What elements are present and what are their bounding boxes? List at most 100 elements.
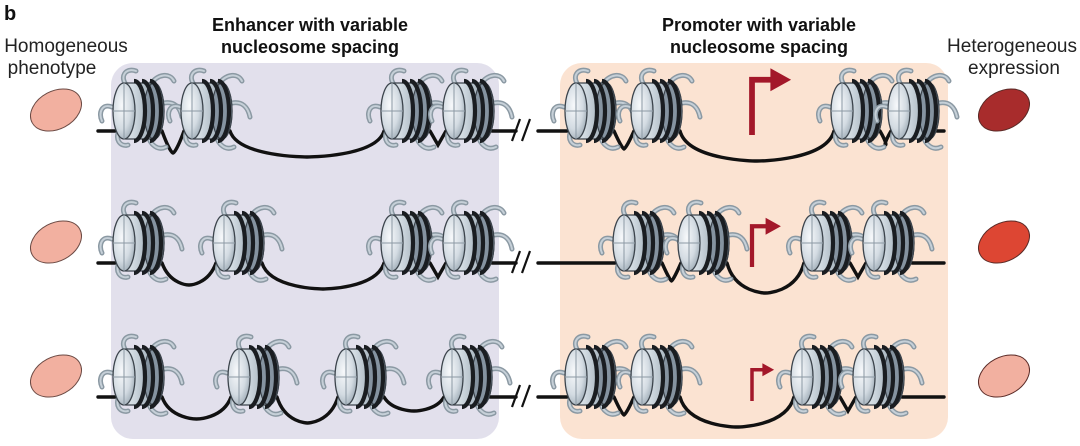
right-label-line2: expression bbox=[968, 58, 1060, 79]
histone-face-segments bbox=[613, 215, 635, 271]
histone-face-segments bbox=[863, 215, 885, 271]
histone-tail-highlight bbox=[849, 237, 863, 254]
transcription-arrowhead bbox=[762, 363, 775, 377]
histone-tail-highlight bbox=[278, 367, 298, 384]
dna-wrap bbox=[264, 344, 279, 410]
histone-face-segments bbox=[565, 349, 587, 405]
nucleosome bbox=[97, 333, 185, 417]
histone-face-segments bbox=[791, 349, 813, 405]
dna-wrap bbox=[651, 344, 666, 410]
histone-face-segments bbox=[213, 215, 235, 271]
nucleosome bbox=[97, 67, 185, 151]
histone-face-segments bbox=[181, 83, 203, 139]
chromatin-row bbox=[30, 354, 1030, 429]
histone-face-segments bbox=[853, 349, 875, 405]
transcription-arrow bbox=[749, 76, 778, 135]
dna-wrap bbox=[706, 210, 721, 276]
histone-face-segments bbox=[441, 349, 463, 405]
dna-wrap bbox=[141, 344, 156, 410]
nucleosome bbox=[165, 67, 253, 151]
dna-wrap bbox=[714, 210, 729, 276]
dna-wrap bbox=[811, 344, 826, 410]
dna-linker-promoter bbox=[536, 395, 946, 429]
dna-wrap bbox=[698, 210, 713, 276]
nucleosome bbox=[837, 333, 925, 417]
histone-tail-highlight bbox=[99, 237, 113, 254]
nucleosome bbox=[847, 199, 935, 283]
dna-wrap bbox=[649, 210, 664, 276]
dna-wrap bbox=[233, 210, 248, 276]
histone-face-segments bbox=[113, 83, 135, 139]
histone-tail-highlight bbox=[321, 371, 335, 388]
dna-wrap bbox=[248, 344, 263, 410]
dna-wrap bbox=[201, 78, 216, 144]
dna-wrap bbox=[141, 78, 156, 144]
histone-tail-highlight bbox=[938, 101, 958, 118]
dna-wrap bbox=[851, 78, 866, 144]
dna-wrap bbox=[859, 78, 874, 144]
histone-tail-highlight bbox=[214, 371, 228, 388]
dna-linker-enhancer bbox=[96, 395, 518, 425]
nucleosome bbox=[212, 333, 300, 417]
histone-tail-highlight bbox=[913, 233, 933, 250]
histone-face-segments bbox=[631, 83, 653, 139]
dna-wrap bbox=[601, 344, 616, 410]
dna-wrap bbox=[133, 344, 148, 410]
dna-wrap bbox=[149, 344, 164, 410]
histone-face-segments bbox=[443, 215, 465, 271]
histone-tail-highlight bbox=[231, 101, 251, 118]
nucleosome bbox=[815, 67, 903, 151]
dna-wrap bbox=[469, 344, 484, 410]
histone-tail-highlight bbox=[839, 371, 853, 388]
dna-wrap bbox=[249, 210, 264, 276]
histone-tail-highlight bbox=[787, 237, 801, 254]
dna-wrap bbox=[463, 78, 478, 144]
dna-wrap bbox=[363, 344, 378, 410]
nucleosome bbox=[615, 67, 703, 151]
dna-wrap bbox=[867, 78, 882, 144]
dna-wrap bbox=[593, 344, 608, 410]
histone-tail-highlight bbox=[903, 367, 923, 384]
dna-wrap bbox=[471, 78, 486, 144]
dna-linker-enhancer bbox=[96, 129, 518, 159]
histone-tail-highlight bbox=[367, 237, 381, 254]
histone-tail-highlight bbox=[199, 237, 213, 254]
right-cell bbox=[978, 354, 1030, 398]
nucleosome bbox=[597, 199, 685, 283]
histone-tail-highlight bbox=[617, 105, 631, 122]
dna-wrap bbox=[477, 344, 492, 410]
panel-label: b bbox=[4, 3, 16, 25]
dna-wrap bbox=[479, 210, 494, 276]
dna-wrap bbox=[256, 344, 271, 410]
chromatin-row bbox=[30, 68, 1030, 163]
dna-wrap bbox=[585, 78, 600, 144]
nucleosome bbox=[425, 333, 513, 417]
nucleosome bbox=[872, 67, 960, 151]
dna-wrap bbox=[463, 210, 478, 276]
dna-wrap bbox=[899, 210, 914, 276]
dna-wrap bbox=[149, 78, 164, 144]
dna-wrap bbox=[141, 210, 156, 276]
dna-wrap bbox=[916, 78, 931, 144]
histone-face-segments bbox=[335, 349, 357, 405]
histone-tail-highlight bbox=[617, 371, 631, 388]
dna-wrap bbox=[149, 210, 164, 276]
histone-face-segments bbox=[678, 215, 700, 271]
dna-wrap bbox=[819, 344, 834, 410]
left-cell bbox=[30, 354, 82, 398]
nucleosome bbox=[662, 199, 750, 283]
right-cell bbox=[978, 88, 1030, 132]
histone-tail-highlight bbox=[599, 237, 613, 254]
dna-wrap bbox=[401, 78, 416, 144]
dna-wrap bbox=[409, 210, 424, 276]
histone-face-segments bbox=[228, 349, 250, 405]
histone-tail-highlight bbox=[99, 371, 113, 388]
left-cell bbox=[30, 220, 82, 264]
promoter-title-line2: nucleosome spacing bbox=[670, 37, 848, 57]
dna-wrap bbox=[821, 210, 836, 276]
dna-wrap bbox=[479, 78, 494, 144]
dna-wrap bbox=[908, 78, 923, 144]
histone-tail-highlight bbox=[728, 233, 748, 250]
histone-tail-highlight bbox=[551, 105, 565, 122]
histone-tail-highlight bbox=[385, 367, 405, 384]
